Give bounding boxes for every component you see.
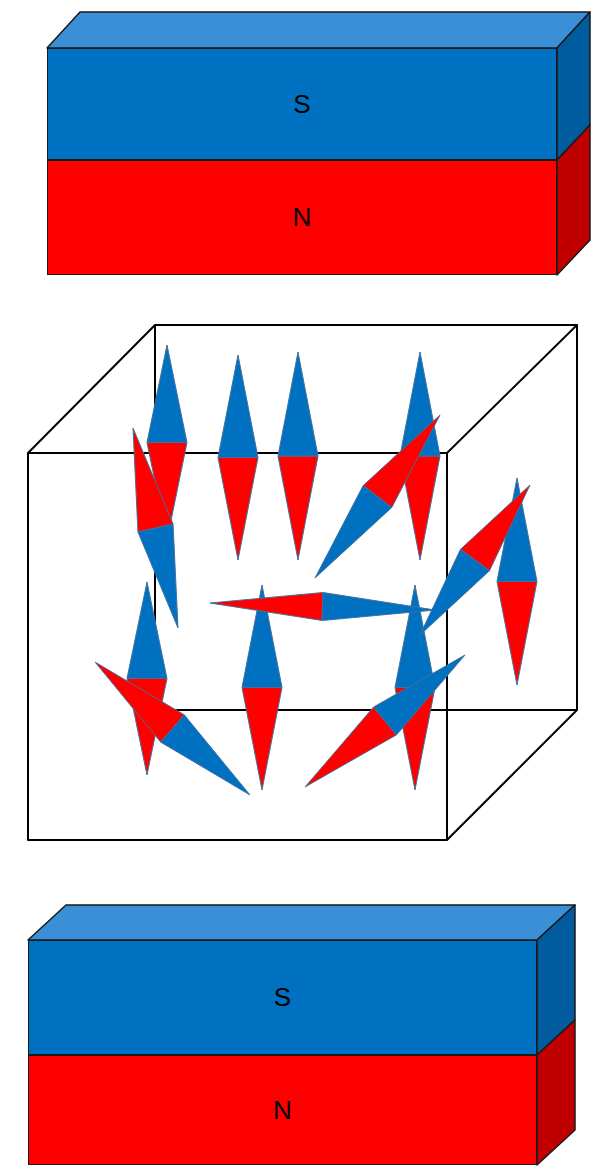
cube-edge — [447, 325, 577, 453]
compass-needle — [95, 662, 250, 795]
compass-needle — [218, 355, 258, 560]
needle-red-half — [218, 458, 258, 561]
compass-needle — [315, 415, 440, 578]
cube-edge — [447, 710, 577, 840]
needle-red-half — [497, 582, 537, 686]
needle-blue-half — [138, 524, 178, 628]
needle-red-half — [305, 707, 396, 787]
needle-red-half — [242, 688, 282, 791]
magnet-pole: N — [47, 160, 557, 275]
pole-label: N — [293, 202, 312, 233]
magnet-pole: N — [28, 1055, 537, 1165]
needle-blue-half — [420, 549, 490, 635]
magnet-top-face — [28, 905, 575, 940]
compass-needle — [127, 582, 167, 775]
pole-label: S — [293, 89, 310, 120]
magnet-pole: S — [28, 940, 537, 1055]
cube-front-face — [28, 453, 447, 840]
compass-needle — [133, 428, 178, 628]
field-line — [59, 275, 62, 940]
compass-needle — [420, 485, 530, 635]
needle-blue-half — [315, 486, 392, 578]
compass-needle — [210, 593, 435, 621]
needle-red-half — [133, 428, 173, 532]
needle-blue-half — [218, 355, 258, 458]
pole-label: S — [274, 982, 291, 1013]
needle-red-half — [278, 456, 318, 560]
needle-red-half — [363, 415, 440, 507]
pole-label: N — [273, 1095, 292, 1126]
cube-outline — [28, 325, 577, 840]
cube-back-face — [155, 325, 577, 710]
needle-blue-half — [161, 715, 250, 795]
compass-needle — [242, 585, 282, 790]
needle-blue-half — [278, 352, 318, 456]
magnet-side-face — [557, 125, 590, 275]
field-line — [221, 275, 224, 940]
needle-blue-half — [322, 593, 435, 621]
needle-blue-half — [147, 345, 187, 443]
compass-needle — [278, 352, 318, 560]
magnet-top-face — [47, 12, 590, 48]
needle-blue-half — [395, 585, 435, 688]
magnet-pole: S — [47, 48, 557, 160]
compass-needle — [305, 655, 465, 787]
needle-blue-half — [374, 655, 465, 735]
needle-red-half — [210, 593, 323, 621]
needle-blue-half — [127, 582, 167, 679]
magnet-side-face — [537, 1020, 575, 1165]
